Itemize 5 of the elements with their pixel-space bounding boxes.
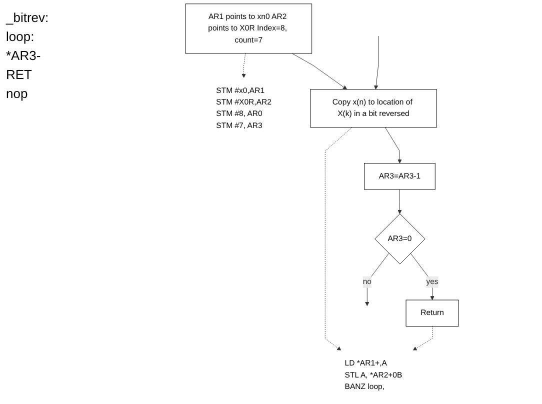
code-label: *AR3- [6,48,42,63]
code-label: loop: [6,29,36,44]
code-label: _bitrev: [6,10,50,25]
code-label: RET [6,67,33,82]
code-label: nop [6,86,29,101]
